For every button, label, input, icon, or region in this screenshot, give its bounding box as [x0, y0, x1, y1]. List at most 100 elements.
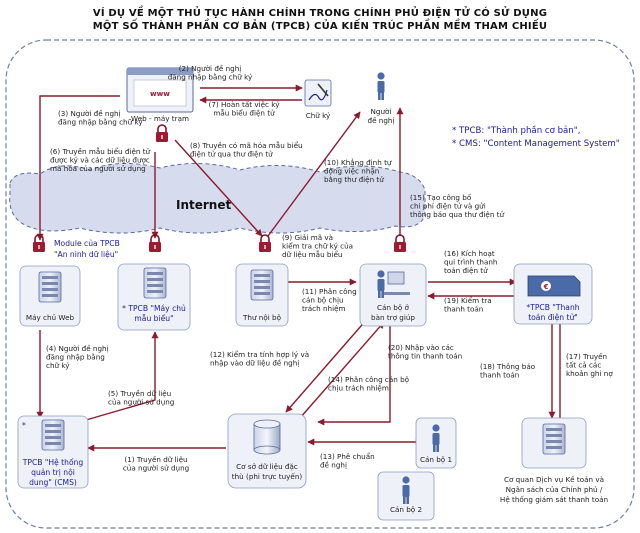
step-18-label-line2: thanh toán [480, 371, 519, 380]
internal-mail-node: Thư nội bộ [235, 263, 289, 327]
step-16-label-line1: (16) Kích hoạt [444, 249, 495, 258]
step-9-label-line2: kiểm tra chữ ký của [282, 242, 353, 251]
step-12-label-line1: (12) Kiểm tra tính hợp lý và [210, 350, 309, 359]
step-5-label-line2: của người sử dụng [108, 398, 174, 407]
arrow-step-20 [299, 321, 385, 419]
step-6-label-line3: mã hóa của người sử dụng [50, 164, 146, 173]
arrow-step-12 [285, 317, 369, 413]
step-4-label-line1: (4) Người đề nghị [46, 344, 109, 353]
step-15-label-line2: chi phí điện tử và gửi [410, 202, 486, 211]
flow-arrows [36, 84, 564, 452]
database-line1: Cơ sở dữ liệu đặc [236, 462, 298, 471]
step-12-label-line2: nhập vào dữ liệu đề nghị [210, 359, 299, 368]
arrow-step-3 [36, 95, 120, 241]
e-payment-line2: toán điện tử" [528, 313, 578, 322]
arrow-step-8 [174, 139, 263, 237]
step-1-label-line2: của người sử dụng [123, 464, 189, 473]
step-4-label-line2: đăng nhập bằng [46, 353, 105, 362]
arrow-step-14 [317, 322, 391, 426]
server-icon [38, 271, 62, 303]
help-desk-node: Cán bộ ở bàn trợ giúp [359, 263, 427, 327]
euro-symbol: € [543, 283, 549, 291]
step-1-label-line1: (1) Truyền dữ liệu [124, 455, 187, 464]
internet-label: Internet [176, 198, 231, 212]
step-7-label-line2: mẫu biểu điện tử [213, 109, 275, 118]
step-8-label-line1: (8) Truyền có mã hóa mẫu biểu [190, 141, 303, 150]
step-20-label-line1: (20) Nhập vào các [388, 343, 454, 352]
form-server-line1: * TPCB "Máy chủ [122, 304, 186, 313]
padlock-icon [258, 234, 272, 253]
step-2-label-line2: đăng nhập bằng chữ ký [168, 73, 253, 82]
step-9-label-line1: (9) Giải mã và [282, 233, 333, 242]
help-desk-line2: bàn trợ giúp [371, 313, 415, 322]
database-line2: thù (phi trực tuyến) [232, 472, 303, 481]
e-payment-node: € *TPCB "Thanh toán điện tử" [513, 263, 593, 325]
step-19-label-line1: (19) Kiểm tra [444, 296, 492, 305]
step-4-label-line3: chữ ký [46, 361, 70, 370]
step-16-label-line2: qui trình thanh [444, 258, 497, 267]
web-server-node: Máy chủ Web [19, 265, 81, 327]
step-2-label-line1: (2) Người đề nghị [179, 64, 242, 73]
officer-2-node: Cán bộ 2 [377, 471, 435, 521]
treasury-line1: Cơ quan Dịch vụ Kế toán và [504, 475, 604, 484]
step-17-label-line2: tất cả các [566, 361, 601, 370]
step-6-label-line2: được ký và các dữ liệu được [50, 156, 150, 165]
database-node: Cơ sở dữ liệu đặc thù (phi trực tuyến) [227, 413, 307, 489]
server-icon [143, 267, 167, 299]
applicant-label-line1: Người [371, 107, 392, 116]
step-11-label-line1: (11) Phân công [302, 287, 357, 296]
pen-signature-icon [304, 79, 332, 107]
treasury-line3: Hệ thống giám sát thanh toán [500, 495, 608, 504]
database-icon [253, 419, 281, 455]
step-3-label-line1: (3) Người đề nghị [58, 109, 121, 118]
web-browser-label: Web - máy trạm [131, 114, 189, 123]
internet-cloud [9, 162, 426, 234]
person-icon [377, 72, 385, 100]
payment-device-icon [527, 275, 581, 297]
step-15-label-line3: thông báo qua thư điện tử [410, 210, 504, 219]
signature-label: Chữ ký [306, 111, 331, 120]
step-10-label-line2: động việc nhận [324, 167, 379, 176]
step-11-label-line2: cán bộ chịu [302, 296, 344, 305]
padlock-icon [32, 234, 46, 253]
web-browser-node: www Web - máy trạm [126, 67, 194, 123]
e-payment-line1: *TPCB "Thanh [526, 303, 579, 312]
cms-node: TPCB "Hệ thống quản trị nội dung" (CMS) [17, 415, 89, 489]
internal-mail-label: Thư nội bộ [242, 313, 281, 322]
step-7-label-line1: (7) Hoàn tất việc ký [209, 100, 281, 109]
step-6-label-line1: (6) Truyền mẫu biểu điện tử [50, 147, 151, 156]
cms-asterisk: * [22, 421, 26, 430]
step-8-label-line2: điện tử qua thư điện tử [190, 150, 273, 159]
step-3-label-line2: đăng nhập bằng chữ ký [58, 118, 143, 127]
step-16-label-line3: toán điện tử [444, 266, 488, 275]
step-13-label-line1: (13) Phê chuẩn [320, 452, 375, 461]
browser-screen-text: www [150, 89, 170, 98]
form-server-node: * TPCB "Máy chủ mẫu biểu" [117, 263, 191, 331]
padlock-icon [393, 234, 407, 253]
applicant-label-line2: đề nghị [368, 116, 395, 125]
form-server-line2: mẫu biểu" [134, 314, 173, 323]
legend-tpcb: * TPCB: "Thành phần cơ bản", [452, 125, 580, 136]
desk-clerk-icon [377, 270, 410, 298]
step-17-label-line1: (17) Truyền [566, 352, 607, 361]
applicant-node: Người đề nghị [368, 72, 395, 125]
treasury-line2: Ngân sách của Chính phủ / [506, 485, 603, 494]
step-18-label-line1: (18) Thông báo [480, 362, 535, 371]
step-14-label-line1: (14) Phân công cán bộ [328, 375, 409, 384]
server-icon [542, 423, 566, 455]
legend-cms: * CMS: "Content Management System" [452, 139, 620, 149]
step-10-label-line3: bằng thư điện tử [324, 175, 384, 184]
security-module-line1: Module của TPCB [54, 239, 120, 248]
cms-line1: TPCB "Hệ thống [22, 458, 84, 467]
step-9-label-line3: dữ liệu mẫu biểu [282, 250, 342, 259]
diagram-title-line1: VÍ DỤ VỀ MỘT THỦ TỤC HÀNH CHÍNH TRONG CH… [92, 8, 548, 19]
arrow-step-10 [267, 111, 361, 237]
cms-line2: quản trị nội [31, 468, 75, 477]
officer-1-label: Cán bộ 1 [420, 455, 452, 464]
step-10-label-line1: (10) Khẳng định tự [324, 158, 392, 167]
step-5-label-line1: (5) Truyền dữ liệu [108, 389, 171, 398]
signature-node: Chữ ký [304, 79, 332, 120]
step-15-label-line1: (15) Tạo công bố [410, 193, 472, 202]
